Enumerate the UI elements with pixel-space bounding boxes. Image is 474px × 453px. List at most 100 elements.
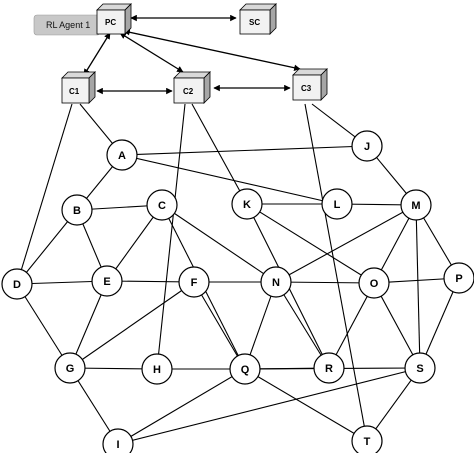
node-c-label: C [158,200,166,212]
link-o-s [373,282,421,369]
box-sc-front [239,9,271,35]
node-s-label: S [416,363,423,375]
node-j-circle [351,130,383,162]
node-o-label: O [370,278,379,290]
node-c-circle [146,189,178,221]
node-p: P [443,262,474,294]
node-s: S [404,352,436,384]
box-c1-front [61,77,90,104]
link-q-t [244,368,368,442]
link-s-i [117,367,421,445]
node-p-circle [443,262,474,294]
link-n-o [275,281,375,284]
box-pc-front [96,9,126,35]
node-j: J [351,130,383,162]
node-r-label: R [325,363,333,375]
node-n-circle [260,266,292,298]
node-c: C [146,189,178,221]
link-f-q [193,281,246,370]
link-m-n [275,204,417,283]
node-q-circle [229,353,261,385]
box-c2-side [203,71,211,104]
link-n-r [275,281,330,369]
link-a-j [121,145,368,156]
node-f: F [178,266,210,298]
node-m-label: M [411,200,420,212]
node-g-circle [54,352,86,384]
node-i: I [102,428,134,453]
node-k: K [231,188,263,220]
node-g-label: G [66,363,75,375]
rl-agent-box: RL Agent 1 [33,14,101,36]
node-h-label: H [153,364,161,376]
node-a-label: A [118,150,126,162]
node-n-label: N [272,277,280,289]
box-c3-front [292,74,322,101]
node-g: G [54,352,86,384]
node-e: E [91,265,123,297]
node-q: Q [229,353,261,385]
link-c-n [161,204,277,283]
link-k-o [246,203,375,284]
node-h: H [141,353,173,385]
link-p-s [419,277,460,369]
node-d-label: D [13,279,21,291]
node-b: B [61,194,93,226]
link-q-i [117,368,246,445]
node-b-label: B [73,205,81,217]
node-l: L [321,188,353,220]
link-m-s [415,204,421,369]
box-c1: C1 [61,71,96,104]
node-l-circle [321,188,353,220]
node-m-circle [400,189,432,221]
node-s-circle [404,352,436,384]
link-f-g [69,281,195,369]
node-r: R [313,352,345,384]
link-c1-d [16,103,73,285]
node-m: M [400,189,432,221]
link-d-g [16,283,71,369]
node-d-circle [1,268,33,300]
node-e-circle [91,265,123,297]
node-o: O [358,267,390,299]
node-b-circle [61,194,93,226]
box-pc-label: PC [105,18,116,27]
node-e-label: E [103,276,110,288]
node-t-circle [351,425,383,453]
box-c1-label: C1 [69,87,80,96]
link-c-e [106,204,163,282]
node-t: T [351,425,383,453]
box-c3: C3 [292,68,328,101]
node-i-circle [102,428,134,453]
arrow-pc-c2 [119,32,184,73]
node-r-circle [313,352,345,384]
arrow-pc-c1 [83,32,111,76]
box-c2-label: C2 [183,87,194,96]
node-l-label: L [334,199,341,211]
link-b-d [16,209,78,285]
box-c3-side [320,68,328,101]
link-c3-t [304,103,368,442]
link-c2-k [191,103,248,205]
node-j-label: J [364,141,370,153]
box-pc: PC [96,3,132,35]
box-c3-label: C3 [301,84,312,93]
box-c2: C2 [173,71,211,104]
nodes: A J B C K L M D E F N O P G H Q R S I T [1,130,474,453]
box-c1-side [88,71,96,104]
node-f-circle [178,266,210,298]
node-k-label: K [243,199,251,211]
link-e-g [69,280,108,369]
node-t-label: T [364,436,371,448]
box-sc: SC [239,3,277,35]
node-h-circle [141,353,173,385]
node-p-label: P [455,273,462,285]
link-a-l [121,154,338,205]
links [16,103,460,445]
node-a: A [106,139,138,171]
node-n: N [260,266,292,298]
arrow-pc-c3 [123,29,301,71]
rl-agent-label: RL Agent 1 [46,20,90,30]
node-a-circle [106,139,138,171]
